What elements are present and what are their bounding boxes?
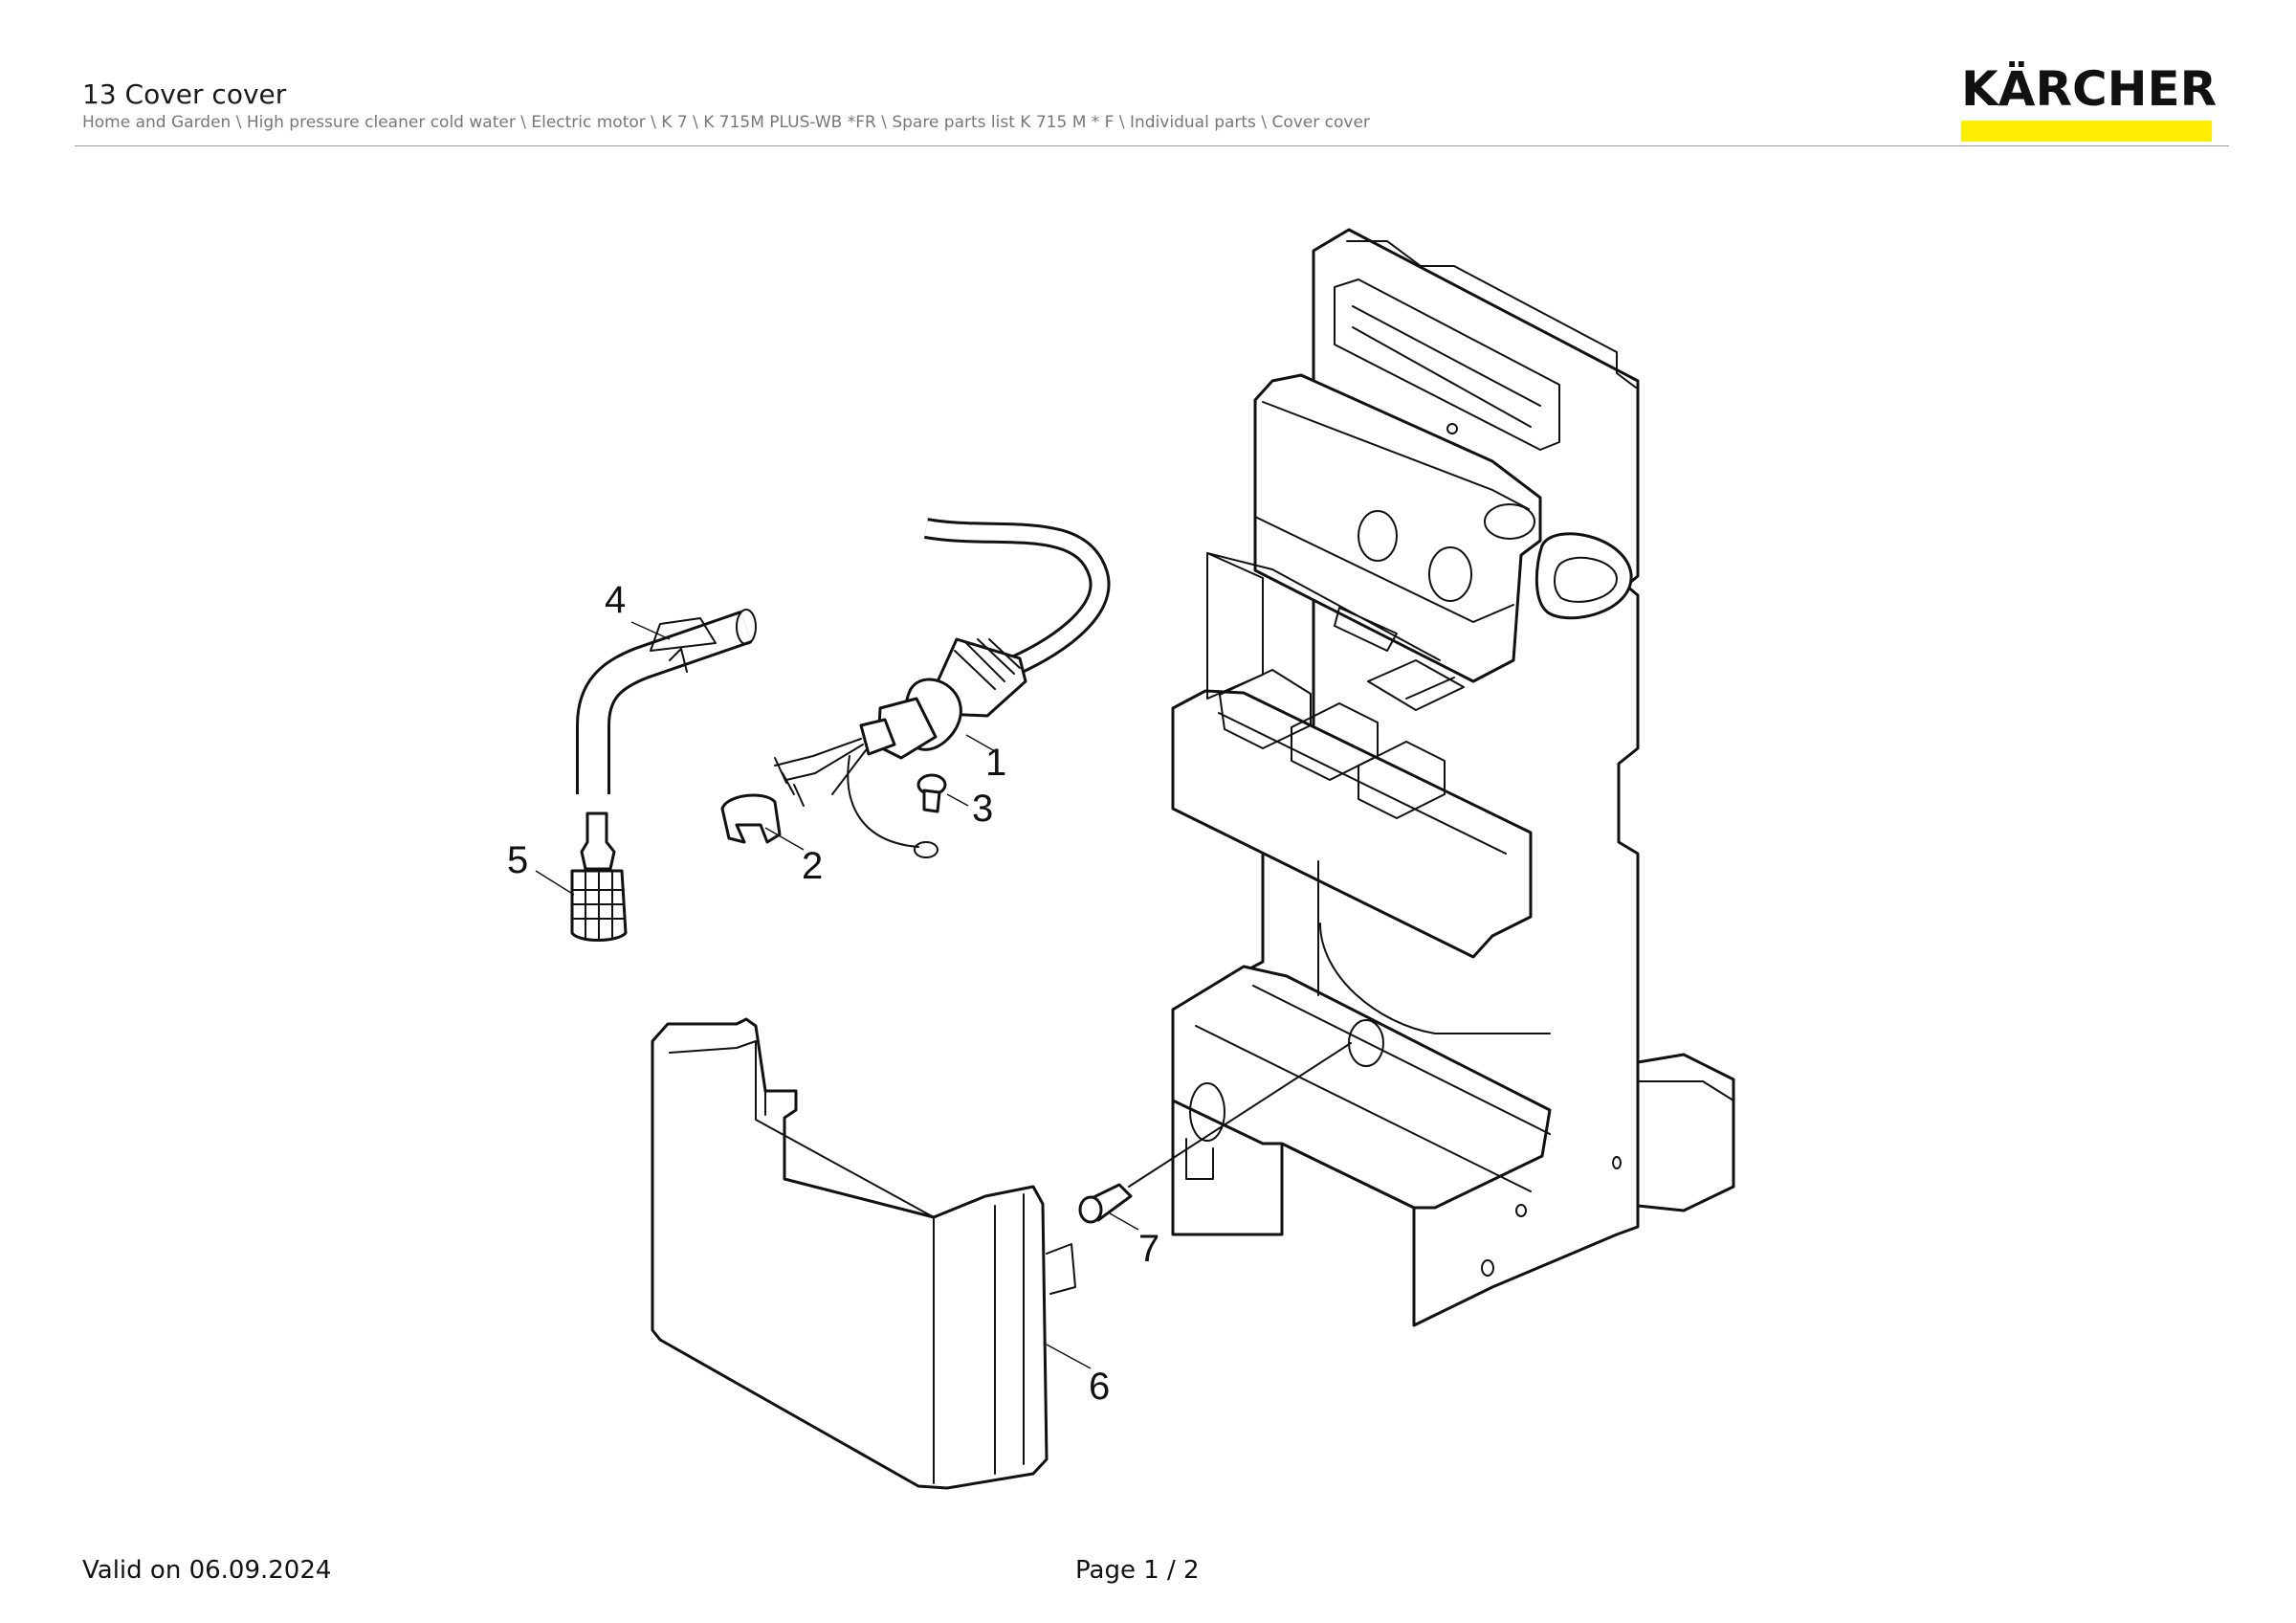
valid-date: Valid on 06.09.2024 <box>82 1556 332 1585</box>
page-indicator: Page 1 / 2 <box>1075 1556 1200 1585</box>
breadcrumb: Home and Garden \ High pressure cleaner … <box>82 113 1370 132</box>
part-6-front-cover <box>651 1017 1092 1490</box>
karcher-logo: KÄRCHER <box>1961 61 2218 142</box>
part-5-filter <box>535 812 628 942</box>
label-part-4: 4 <box>605 579 626 621</box>
header-divider <box>75 145 2229 146</box>
part-7-bolt <box>1078 1042 1352 1231</box>
part-2-clip <box>720 793 805 851</box>
part-3-screw <box>916 773 969 813</box>
part-4-bent-tube <box>576 609 757 794</box>
label-part-5: 5 <box>507 839 528 881</box>
label-part-6: 6 <box>1089 1366 1110 1408</box>
housing-frame <box>1171 228 1735 1327</box>
page-title: 13 Cover cover <box>82 78 287 110</box>
label-part-1: 1 <box>985 742 1006 784</box>
label-part-7: 7 <box>1138 1228 1159 1270</box>
label-part-2: 2 <box>802 845 823 887</box>
logo-wordmark: KÄRCHER <box>1961 61 2218 117</box>
part-1-cable-grommet <box>774 518 1111 858</box>
label-part-3: 3 <box>972 788 993 830</box>
logo-yellow-bar <box>1961 121 2212 142</box>
